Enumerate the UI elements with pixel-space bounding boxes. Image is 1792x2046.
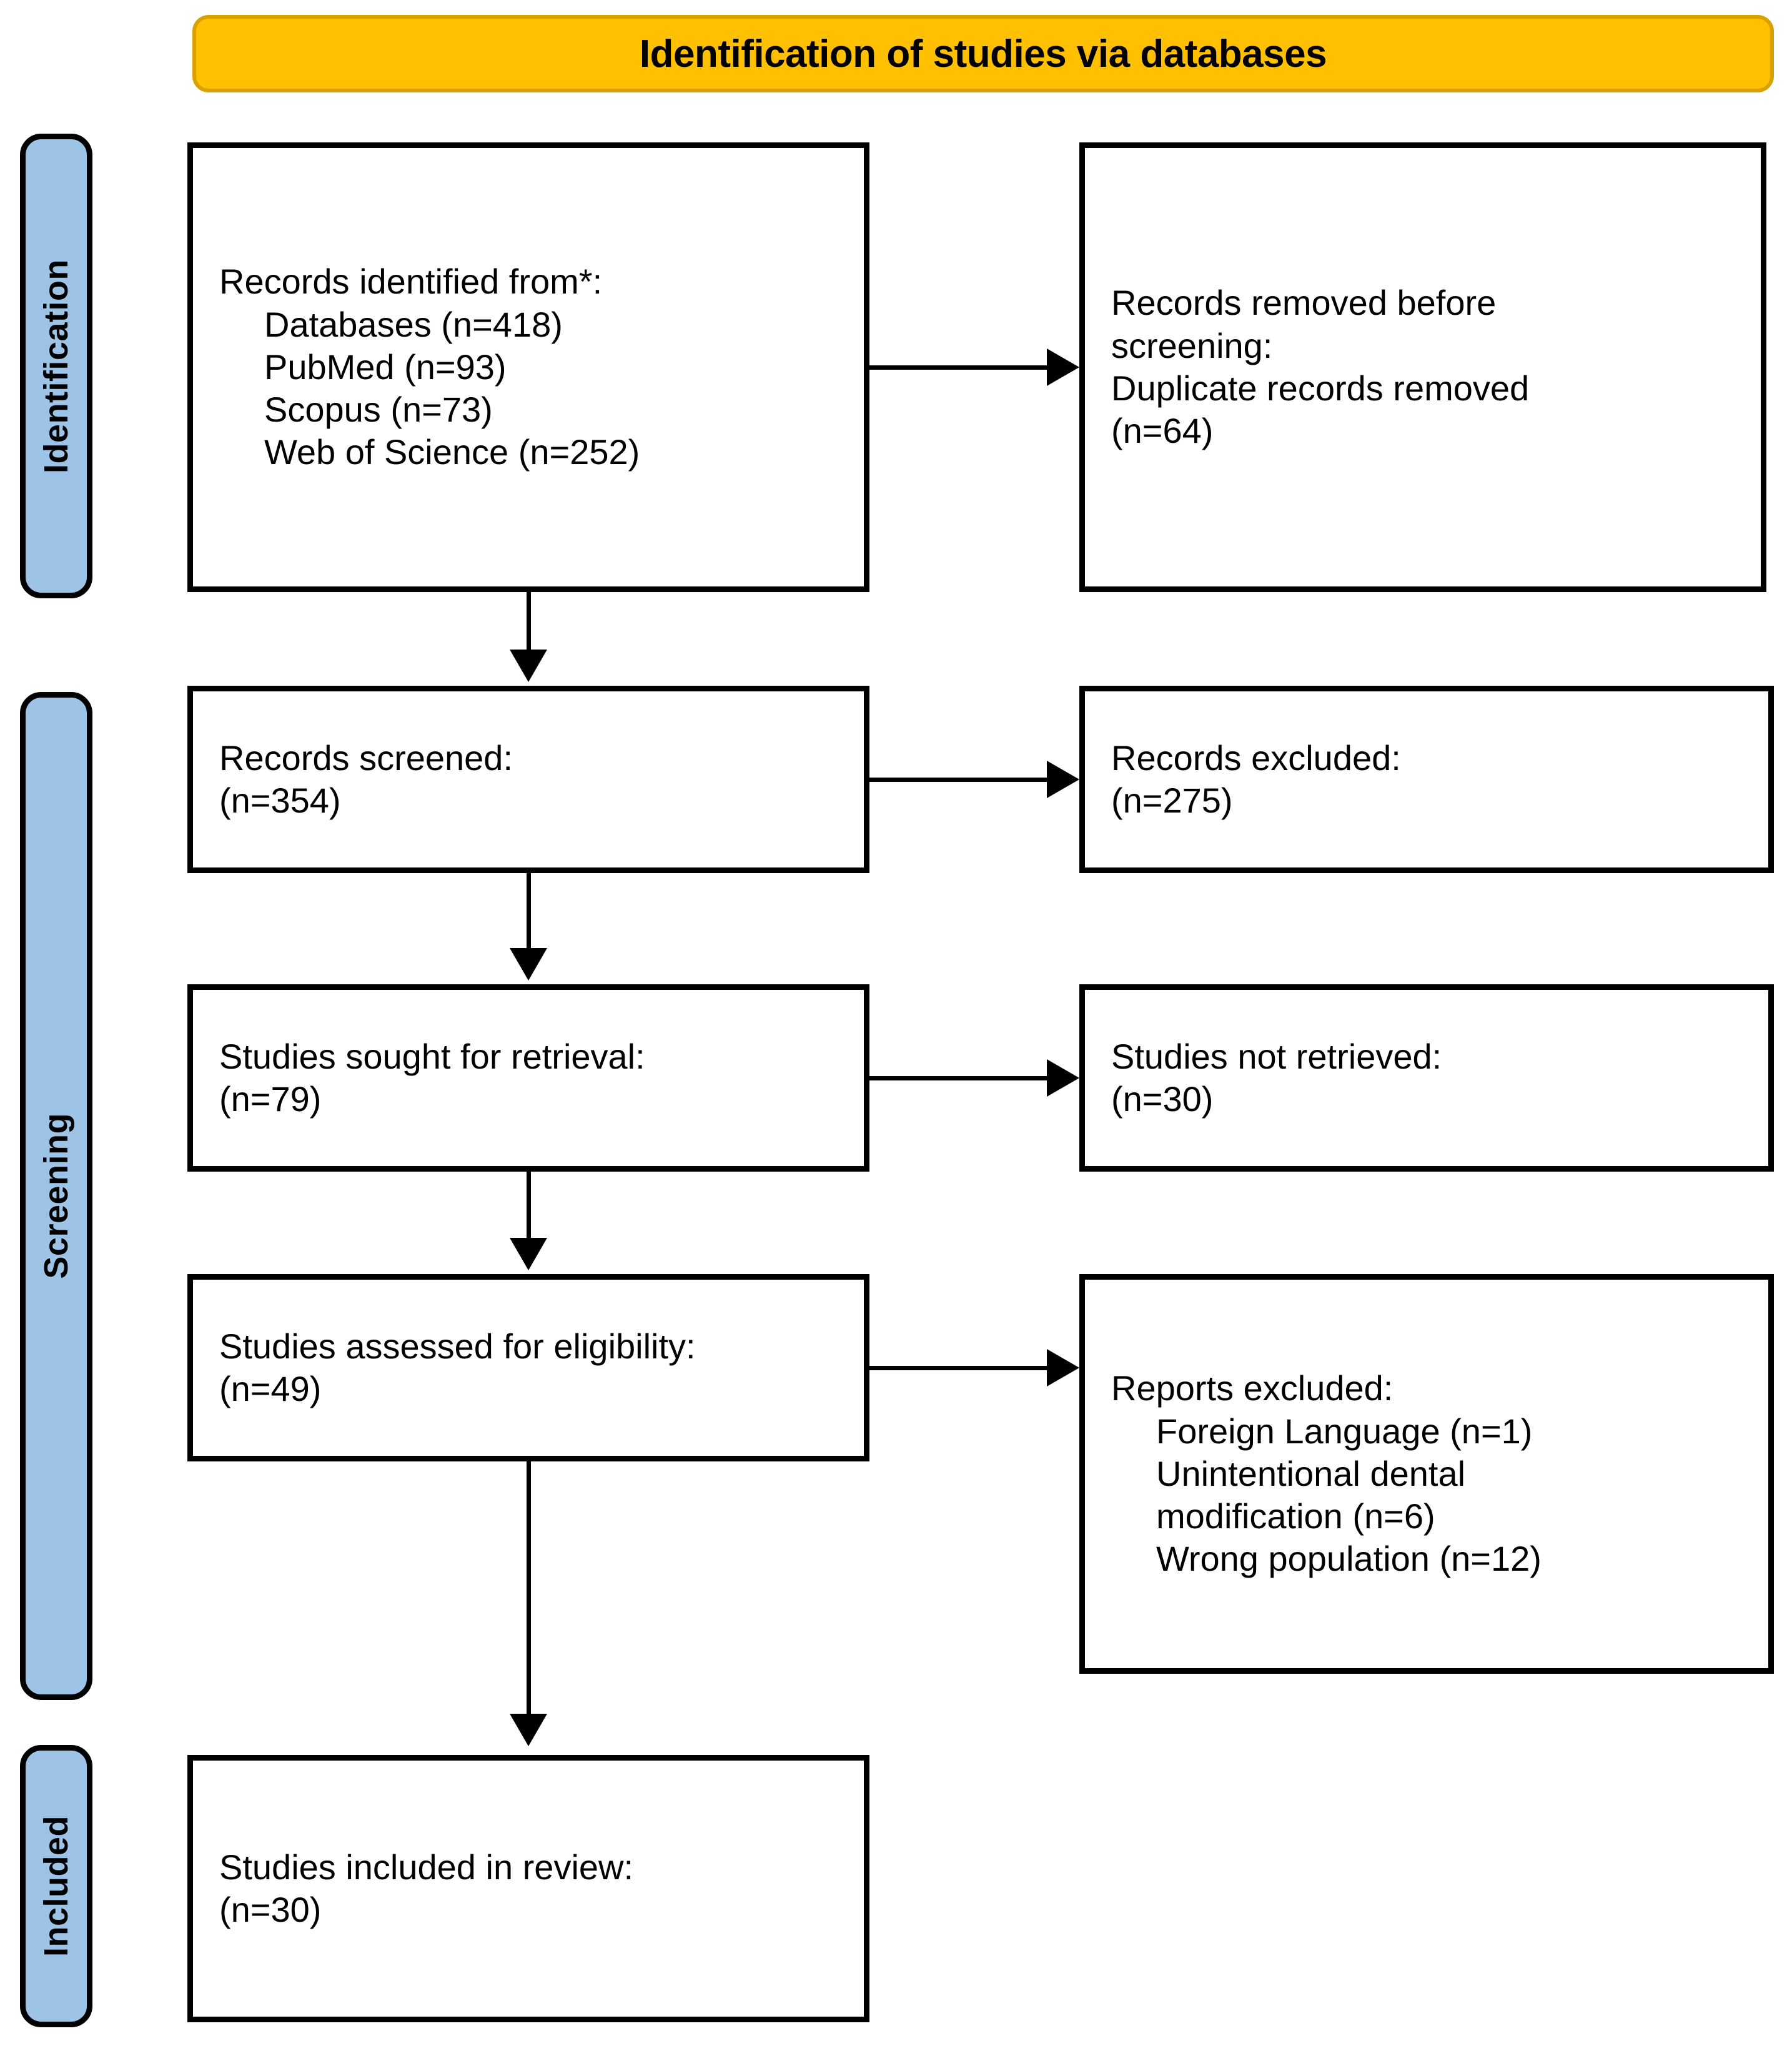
box-records-removed: Records removed before screening: Duplic… bbox=[1079, 142, 1766, 592]
box-studies-sought: Studies sought for retrieval: (n=79) bbox=[187, 984, 869, 1172]
stage-label-identification: Identification bbox=[20, 134, 92, 598]
studies-included-count: (n=30) bbox=[219, 1890, 322, 1929]
reports-excluded-heading: Reports excluded: bbox=[1111, 1368, 1394, 1408]
stage-label-screening-text: Screening bbox=[37, 1113, 75, 1279]
records-identified-source-web-of-science: Web of Science (n=252) bbox=[264, 432, 640, 472]
records-removed-italic-screening: screening bbox=[1111, 325, 1263, 365]
studies-eligibility-heading: Studies assessed for eligibility: bbox=[219, 1326, 696, 1366]
records-removed-line-2: screening: bbox=[1111, 325, 1735, 367]
stage-label-identification-text: Identification bbox=[37, 259, 75, 473]
stage-label-screening: Screening bbox=[20, 692, 92, 1700]
records-screened-count: (n=354) bbox=[219, 781, 341, 820]
stage-label-included-text: Included bbox=[37, 1815, 75, 1957]
records-removed-colon: : bbox=[1262, 325, 1273, 365]
records-identified-source-pubmed: PubMed (n=93) bbox=[264, 347, 507, 387]
records-screened-heading: Records screened: bbox=[219, 738, 513, 778]
box-records-identified: Records identified from*: Databases (n=4… bbox=[187, 142, 869, 592]
box-studies-included: Studies included in review: (n=30) bbox=[187, 1755, 869, 2022]
records-identified-heading: Records identified from*: bbox=[219, 262, 603, 302]
box-studies-assessed-eligibility: Studies assessed for eligibility: (n=49) bbox=[187, 1274, 869, 1461]
records-identified-source-scopus: Scopus (n=73) bbox=[264, 390, 493, 430]
records-identified-source-databases: Databases (n=418) bbox=[264, 304, 563, 344]
records-removed-line-1: Records removed before bbox=[1111, 282, 1735, 324]
box-reports-excluded: Reports excluded: Foreign Language (n=1)… bbox=[1079, 1274, 1774, 1674]
studies-eligibility-count: (n=49) bbox=[219, 1369, 322, 1408]
studies-sought-count: (n=79) bbox=[219, 1079, 322, 1119]
records-removed-plain-text: Records removed bbox=[1111, 283, 1397, 323]
reports-excluded-reason-unintentional-dental: Unintentional dental bbox=[1156, 1453, 1466, 1493]
records-removed-italic-before: before bbox=[1397, 283, 1497, 323]
studies-included-heading: Studies included in review: bbox=[219, 1847, 634, 1887]
studies-sought-heading: Studies sought for retrieval: bbox=[219, 1036, 645, 1076]
records-removed-duplicates-label: Duplicate records removed bbox=[1111, 368, 1530, 408]
reports-excluded-reason-foreign-language: Foreign Language (n=1) bbox=[1156, 1411, 1533, 1451]
reports-excluded-reason-wrong-population: Wrong population (n=12) bbox=[1156, 1539, 1542, 1579]
reports-excluded-reason-modification-count: modification (n=6) bbox=[1156, 1496, 1435, 1536]
records-excluded-heading: Records excluded: bbox=[1111, 738, 1401, 778]
diagram-title: Identification of studies via databases bbox=[639, 32, 1327, 76]
box-records-screened: Records screened: (n=354) bbox=[187, 686, 869, 873]
box-studies-not-retrieved: Studies not retrieved: (n=30) bbox=[1079, 984, 1774, 1172]
studies-not-retrieved-count: (n=30) bbox=[1111, 1079, 1214, 1119]
records-excluded-count: (n=275) bbox=[1111, 781, 1233, 820]
records-removed-duplicates-count: (n=64) bbox=[1111, 411, 1214, 451]
studies-not-retrieved-heading: Studies not retrieved: bbox=[1111, 1036, 1442, 1076]
stage-label-included: Included bbox=[20, 1745, 92, 2027]
box-records-excluded: Records excluded: (n=275) bbox=[1079, 686, 1774, 873]
diagram-header-banner: Identification of studies via databases bbox=[192, 15, 1774, 92]
